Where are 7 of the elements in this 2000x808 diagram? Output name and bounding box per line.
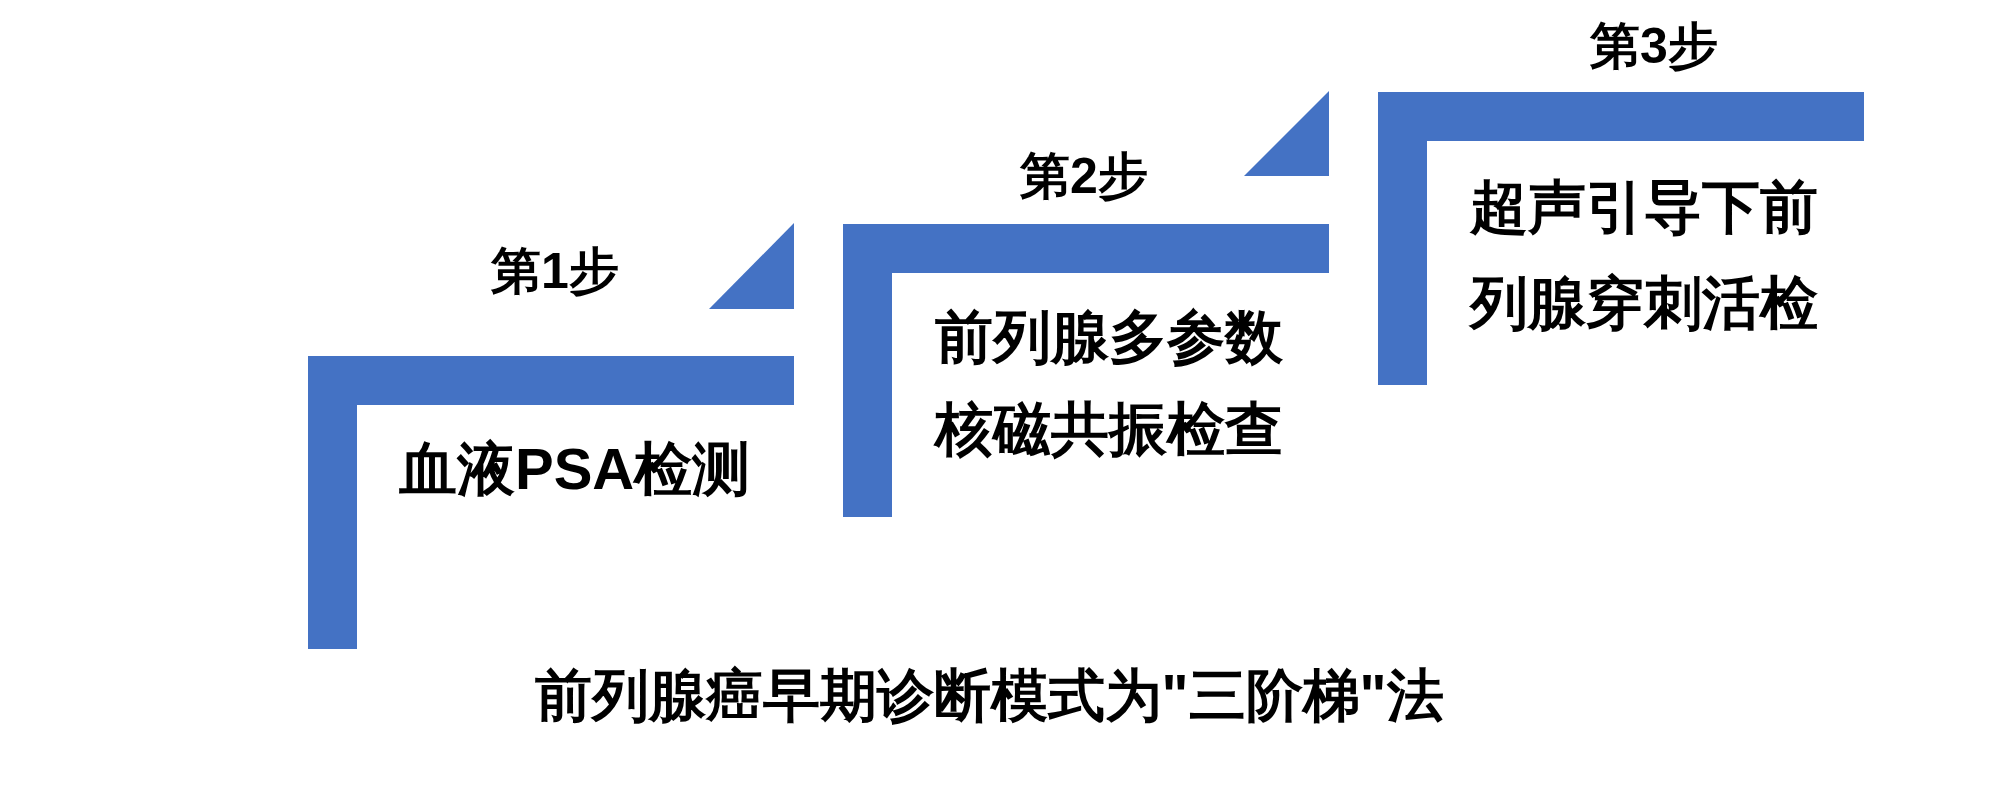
caption: 前列腺癌早期诊断模式为"三阶梯"法 xyxy=(534,662,1444,729)
step-text: 超声引导下前列腺穿刺活检 xyxy=(1470,172,1819,337)
step-text: 血液PSA检测 xyxy=(399,434,752,503)
step-text: 前列腺多参数核磁共振检查 xyxy=(935,302,1284,463)
step-heading: 第3步 xyxy=(1590,17,1718,76)
step-heading: 第2步 xyxy=(1020,147,1148,206)
step-heading: 第1步 xyxy=(491,242,619,301)
